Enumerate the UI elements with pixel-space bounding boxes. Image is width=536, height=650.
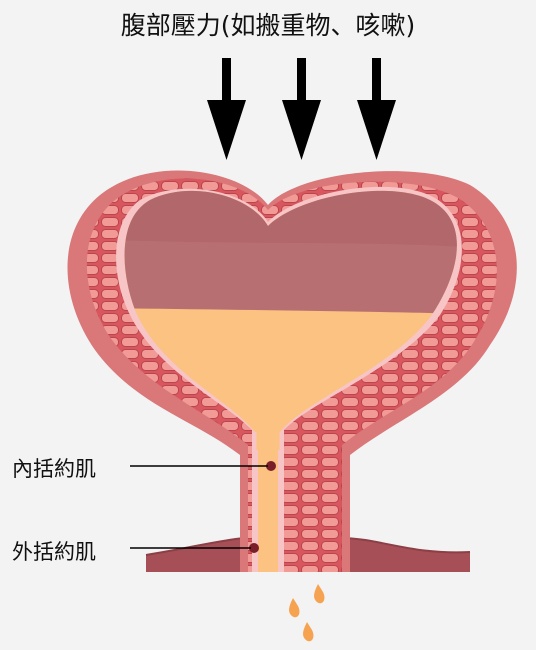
pressure-arrows [207,58,396,160]
urine-drops [289,584,324,641]
internal-sphincter-label: 內括約肌 [12,453,96,483]
pressure-arrow-middle [282,58,321,160]
urine-drop [314,584,324,603]
diagram-title: 腹部壓力(如搬重物、咳嗽) [0,6,536,42]
urine-drop [303,622,313,641]
urine-drop [289,598,299,617]
urethra [258,430,278,572]
pressure-arrow-right [357,58,396,160]
pressure-arrow-left [207,58,246,160]
external-sphincter-label: 外括約肌 [12,536,96,566]
